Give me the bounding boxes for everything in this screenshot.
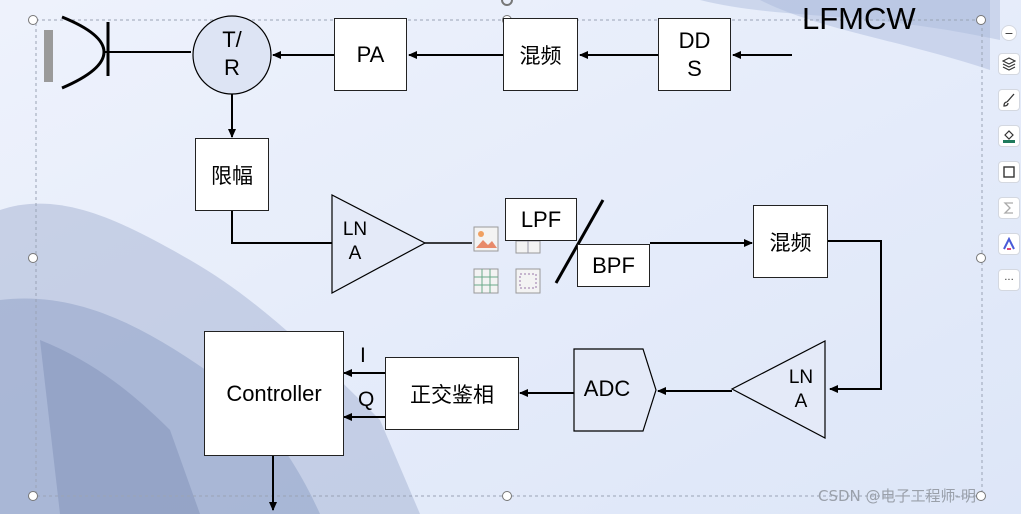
minus-icon[interactable]: − [1001, 25, 1017, 41]
lna1-label-2: A [348, 243, 362, 264]
iq-demod-block[interactable]: 正交鉴相 [385, 357, 519, 430]
filter-switch-line [554, 199, 605, 284]
adc-shape [573, 348, 657, 432]
fill-icon[interactable] [998, 125, 1020, 147]
lna1-shape [331, 194, 427, 295]
dds-block[interactable]: DD S [658, 18, 731, 91]
tr-label-1: T/ [222, 27, 242, 52]
bpf-block[interactable]: BPF [577, 244, 650, 287]
wire-limiter-lna1 [231, 211, 341, 247]
iq-demod-label: 正交鉴相 [410, 382, 494, 407]
wire-mixer-lna2 [828, 240, 882, 393]
mixer-tx-label: 混频 [519, 43, 562, 68]
resize-handle-tr[interactable] [976, 15, 986, 25]
media-placeholder-icon[interactable] [515, 268, 541, 294]
limiter-block[interactable]: 限幅 [195, 138, 269, 211]
adc-label: ADC [583, 376, 631, 401]
resize-handle-ml[interactable] [28, 253, 38, 263]
layers-icon[interactable] [998, 53, 1020, 75]
controller-label: Controller [226, 380, 322, 406]
lna2-label-1: LN [788, 367, 814, 388]
limiter-label: 限幅 [211, 163, 253, 188]
pa-block[interactable]: PA [334, 18, 407, 91]
resize-handle-tl[interactable] [28, 15, 38, 25]
mixer-rx-block[interactable]: 混频 [753, 205, 828, 278]
controller-block[interactable]: Controller [204, 331, 344, 456]
tr-label-2: R [224, 55, 240, 80]
resize-handle-bm[interactable] [502, 491, 512, 501]
resize-handle-bl[interactable] [28, 491, 38, 501]
resize-handle-br[interactable] [976, 491, 986, 501]
bpf-label: BPF [592, 252, 635, 278]
lna2-shape [730, 340, 826, 439]
antenna-bar [44, 30, 53, 82]
i-label: I [360, 344, 366, 367]
pa-label: PA [356, 41, 385, 67]
q-label: Q [358, 388, 375, 411]
resize-handle-mr[interactable] [976, 253, 986, 263]
table-placeholder-icon[interactable] [473, 268, 499, 294]
antenna-dish [61, 15, 106, 90]
picture-placeholder-icon[interactable] [473, 226, 499, 252]
dds-label-1: DD [678, 27, 711, 53]
lna2-label-2: A [794, 391, 808, 412]
watermark-text: CSDN @电子工程师-明 [818, 487, 976, 505]
dds-label-2: S [687, 55, 702, 81]
tr-switch-label: T/ R [195, 26, 269, 82]
sigma-icon[interactable] [998, 197, 1020, 219]
mixer-rx-label: 混频 [769, 230, 812, 255]
brush-icon[interactable] [998, 89, 1020, 111]
rotate-handle-icon[interactable] [499, 0, 515, 9]
frame-icon[interactable] [998, 161, 1020, 183]
lna1-label-1: LN [342, 219, 368, 240]
lpf-block[interactable]: LPF [505, 198, 577, 241]
lna1-label: LN A [334, 218, 376, 266]
lpf-label: LPF [520, 206, 562, 232]
mixer-tx-block[interactable]: 混频 [503, 18, 578, 91]
lna2-label: LN A [780, 366, 822, 414]
lfmcw-label: LFMCW [802, 1, 916, 36]
ai-icon[interactable] [998, 233, 1020, 255]
more-icon[interactable]: ··· [998, 269, 1020, 291]
